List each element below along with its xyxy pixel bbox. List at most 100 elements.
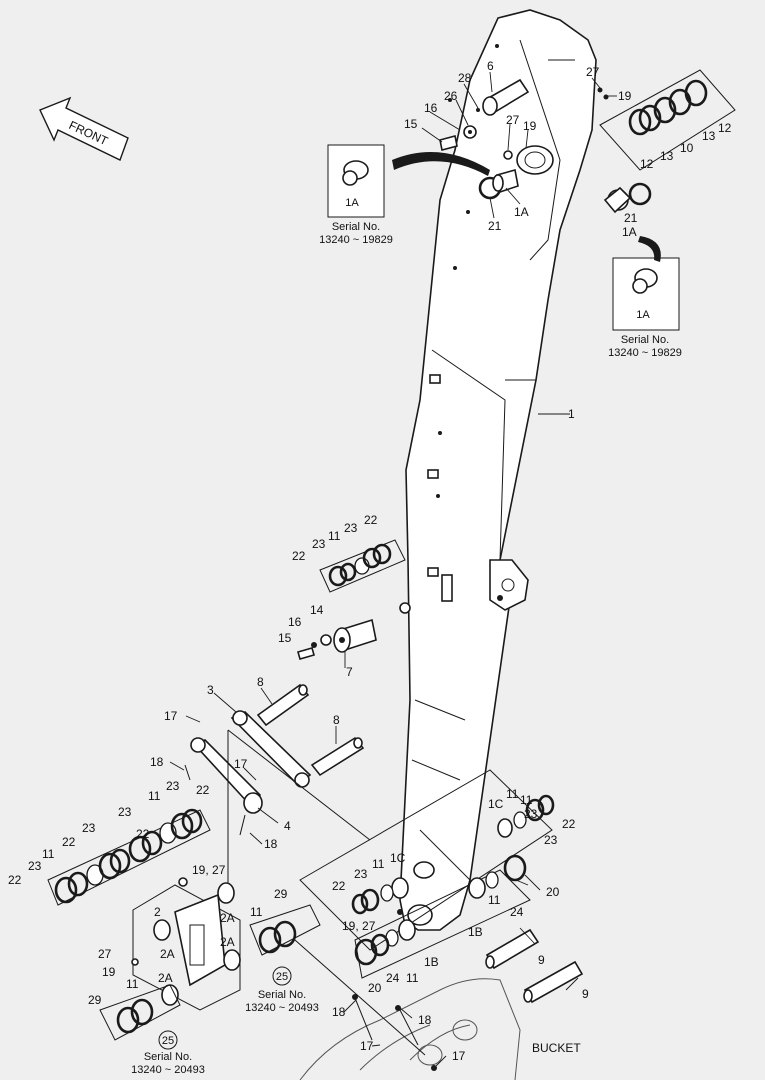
pins-9	[485, 928, 584, 1004]
callout-1b: 1B	[424, 955, 439, 969]
callout-3: 3	[207, 683, 214, 697]
serial-box-right: 1A Serial No. 13240 ~ 19829	[608, 236, 682, 359]
callout-11: 11	[250, 905, 263, 919]
callout-17: 17	[452, 1049, 466, 1063]
callout-23: 23	[82, 821, 96, 835]
callout-8: 8	[333, 713, 340, 727]
callout-22: 22	[562, 817, 576, 831]
serial-box-left-part: 1A	[345, 197, 359, 209]
callout-22: 22	[136, 827, 150, 841]
bottom-right-bushings	[299, 769, 555, 979]
callout-22: 22	[62, 835, 76, 849]
callout-19: 19	[102, 965, 116, 979]
serial-note-center-ref: 25	[276, 971, 288, 983]
callout-2a: 2A	[220, 935, 235, 949]
callout-21: 21	[488, 219, 502, 233]
callout-2a: 2A	[220, 911, 235, 925]
callout-2: 2	[154, 905, 161, 919]
callout-22: 22	[364, 513, 378, 527]
front-arrow-icon: FRONT	[39, 96, 129, 161]
callout-17: 17	[360, 1039, 374, 1053]
left-ring-tray	[47, 808, 211, 906]
serial-box-right-label: Serial No.	[621, 334, 669, 346]
callout-1: 1	[568, 407, 575, 421]
callout-18: 18	[264, 837, 278, 851]
callout-23: 23	[312, 537, 326, 551]
callout-11: 11	[372, 857, 385, 871]
callout-1c: 1C	[390, 851, 406, 865]
serial-note-left: 25 Serial No. 13240 ~ 20493	[131, 1030, 205, 1076]
callout-11: 11	[126, 977, 139, 991]
callout-15: 15	[404, 117, 418, 131]
callout-19: 19	[523, 119, 537, 133]
callout-24: 24	[510, 905, 524, 919]
bucket-label: BUCKET	[532, 1041, 581, 1055]
callout-16: 16	[288, 615, 302, 629]
callout-28: 28	[458, 71, 472, 85]
serial-box-right-range: 13240 ~ 19829	[608, 347, 682, 359]
serial-note-center-range: 13240 ~ 20493	[245, 1002, 319, 1014]
callout-1c: 1C	[488, 797, 504, 811]
mid-ring-group	[297, 539, 406, 660]
callout-26: 26	[444, 89, 458, 103]
callout-22: 22	[196, 783, 210, 797]
serial-note-center-label: Serial No.	[258, 989, 306, 1001]
callout-2a: 2A	[158, 971, 173, 985]
callout-19: 19	[618, 89, 632, 103]
callout-22: 22	[332, 879, 346, 893]
callout-23: 23	[166, 779, 180, 793]
callout-7: 7	[346, 665, 353, 679]
callout-17: 17	[164, 709, 178, 723]
callout-17: 17	[234, 757, 248, 771]
callout-1b: 1B	[468, 925, 483, 939]
callout-20: 20	[368, 981, 382, 995]
callout-9: 9	[582, 987, 589, 1001]
link-assembly	[184, 683, 371, 890]
right-top-shims	[597, 69, 736, 214]
callout-11: 11	[488, 893, 501, 907]
serial-note-left-ref: 25	[162, 1035, 174, 1047]
callout-24: 24	[386, 971, 400, 985]
callout-12: 12	[718, 121, 732, 135]
bucket-outline: BUCKET	[294, 939, 581, 1080]
callout-10: 10	[680, 141, 694, 155]
callout-29: 29	[274, 887, 288, 901]
callout-9: 9	[538, 953, 545, 967]
serial-note-left-range: 13240 ~ 20493	[131, 1064, 205, 1076]
serial-note-center: 25 Serial No. 13240 ~ 20493	[245, 966, 319, 1014]
callout-22: 22	[292, 549, 306, 563]
callout-29: 29	[88, 993, 102, 1007]
callout-4: 4	[284, 819, 291, 833]
callout-23: 23	[118, 805, 132, 819]
callout-11: 11	[42, 847, 55, 861]
callout-23: 23	[344, 521, 358, 535]
serial-box-left: 1A Serial No. 13240 ~ 19829	[319, 144, 490, 246]
serial-note-left-label: Serial No.	[144, 1051, 192, 1063]
callout-27: 27	[98, 947, 112, 961]
callout-18: 18	[332, 1005, 346, 1019]
link-2-assembly	[99, 877, 321, 1041]
callout-14: 14	[310, 603, 324, 617]
callout-18: 18	[418, 1013, 432, 1027]
callout-19-27: 19, 27	[192, 863, 226, 877]
callout-labels: 28 6 26 16 15 27 19 1A 21 27 19 12 13 10…	[8, 59, 732, 1063]
callout-23: 23	[544, 833, 558, 847]
callout-11: 11	[406, 971, 419, 985]
callout-11: 11	[520, 793, 533, 807]
callout-23: 23	[354, 867, 368, 881]
callout-1a: 1A	[622, 225, 637, 239]
serial-box-left-label: Serial No.	[332, 221, 380, 233]
callout-27: 27	[586, 65, 600, 79]
callout-20: 20	[546, 885, 560, 899]
leader-lines	[169, 71, 617, 1067]
callout-6: 6	[487, 59, 494, 73]
callout-8: 8	[257, 675, 264, 689]
callout-22: 22	[8, 873, 22, 887]
callout-27: 27	[506, 113, 520, 127]
callout-11: 11	[328, 529, 341, 543]
callout-15: 15	[278, 631, 292, 645]
callout-16: 16	[424, 101, 438, 115]
callout-11: 11	[148, 789, 161, 803]
